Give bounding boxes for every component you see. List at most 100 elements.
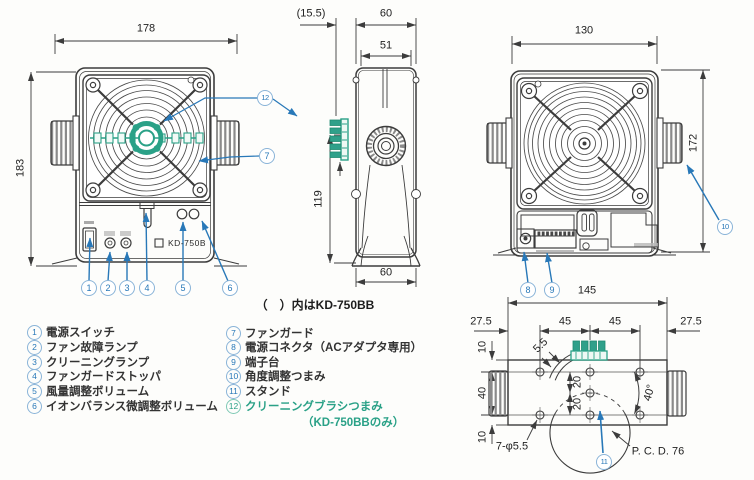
angle-range-arc xyxy=(633,372,641,414)
marker-2: 2 xyxy=(100,280,116,296)
bottom-leaders xyxy=(526,351,631,447)
legend-label-6: イオンバランス微調整ボリューム xyxy=(46,401,218,413)
stand-callout-arrow xyxy=(597,410,605,454)
ion-balance-volume xyxy=(188,208,200,220)
legend-num-2: 2 xyxy=(27,339,42,355)
bottom-dim-pitch-upper: 20 xyxy=(571,375,584,389)
side-dim-lines xyxy=(300,18,417,287)
cleaning-brush-knob-side xyxy=(329,118,349,161)
cleaning-lamp xyxy=(120,237,132,249)
legend-item-angle-knob: 10 角度調整つまみ xyxy=(226,368,326,384)
legend-num-11: 11 xyxy=(226,383,241,399)
model-label: KD-750B xyxy=(168,237,206,248)
front-dim-height: 183 xyxy=(14,158,27,178)
cleaning-brush-front xyxy=(90,121,204,155)
front-dim-height-lines xyxy=(28,71,76,267)
bottom-dim-right: 27.5 xyxy=(680,315,702,328)
rear-dim-lines xyxy=(511,36,710,253)
marker-4: 4 xyxy=(139,280,155,296)
legend-item-guard-stopper: 4 ファンガードストッパ xyxy=(27,368,161,384)
front-left-knob xyxy=(50,115,80,171)
marker-1: 1 xyxy=(81,280,97,296)
side-stand xyxy=(351,164,421,267)
legend-label-1: 電源スイッチ xyxy=(46,327,115,339)
marker-3: 3 xyxy=(119,280,135,296)
airflow-volume xyxy=(176,208,188,220)
bottom-dim-left: 27.5 xyxy=(470,315,492,328)
bottom-dim-mid-left: 45 xyxy=(558,315,572,328)
side-view xyxy=(300,18,421,287)
side-dim-base: 60 xyxy=(379,266,393,279)
legend-label-11: スタンド xyxy=(245,386,291,398)
legend-label-3: クリーニングランプ xyxy=(46,357,150,369)
legend-num-7: 7 xyxy=(226,325,241,341)
rear-guard-rings xyxy=(523,82,646,205)
bottom-left-knob xyxy=(488,370,509,417)
side-dim-height: 119 xyxy=(312,190,325,208)
rear-callout-arrows xyxy=(521,164,720,284)
bottom-dim-top: 10 xyxy=(476,340,489,354)
legend-label-10: 角度調整つまみ xyxy=(245,371,326,383)
legend-num-10: 10 xyxy=(226,368,241,384)
marker-10: 10 xyxy=(717,219,733,235)
legend-item-power-connector: 8 電源コネクタ（ACアダプタ専用） xyxy=(226,339,423,355)
bottom-dim-bottom: 10 xyxy=(476,430,489,444)
marker-9: 9 xyxy=(544,282,560,298)
rear-right-plate xyxy=(610,212,658,248)
legend-num-6: 6 xyxy=(27,398,42,414)
front-corner-bolts xyxy=(85,76,208,198)
legend-label-2: ファン故障ランプ xyxy=(46,342,138,354)
legend-label-7: ファンガード xyxy=(245,328,314,340)
legend-num-3: 3 xyxy=(27,354,42,370)
legend-label-5: 風量調整ボリューム xyxy=(46,386,150,398)
front-dim-width: 178 xyxy=(136,22,156,35)
rear-connector-panel xyxy=(516,209,658,254)
bottom-label-holes: 7-φ5.5 xyxy=(495,440,529,453)
angle-adjust-knob-side xyxy=(365,125,407,167)
front-right-knob xyxy=(210,115,240,171)
marker-6: 6 xyxy=(222,280,238,296)
bottom-label-pcd: P. C. D. 76 xyxy=(631,445,685,458)
front-callout-arrows xyxy=(86,212,229,282)
terminal-block xyxy=(534,229,577,249)
legend-label-12-line2: （KD-750BBのみ） xyxy=(302,417,405,429)
side-dim-offset: (15.5) xyxy=(296,7,326,20)
legend-item-power-switch: 1 電源スイッチ xyxy=(27,324,115,340)
guard-stopper-tab xyxy=(143,209,152,229)
marker-5: 5 xyxy=(175,280,191,296)
power-connector-housing xyxy=(516,228,535,249)
legend-item-cleaning-lamp: 3 クリーニングランプ xyxy=(27,354,150,370)
callout-leaders xyxy=(163,97,298,164)
rear-corner-bolts xyxy=(520,80,649,205)
bottom-dim-pitch-lower: 20 xyxy=(571,397,584,411)
marker-8: 8 xyxy=(520,282,536,298)
front-guard-struts xyxy=(97,89,196,187)
legend-item-fan-guard: 7 ファンガード xyxy=(226,325,314,341)
legend-num-1: 1 xyxy=(27,324,42,340)
legend-num-9: 9 xyxy=(226,354,241,370)
legend-num-5: 5 xyxy=(27,383,42,399)
marker-11: 11 xyxy=(596,454,612,470)
legend-label-8: 電源コネクタ（ACアダプタ専用） xyxy=(245,342,423,354)
side-dim-inner-width: 51 xyxy=(379,39,393,52)
front-dim-width-lines xyxy=(54,34,238,54)
bottom-dim-lines xyxy=(474,297,700,444)
rear-right-knob xyxy=(656,117,683,169)
rear-dim-width: 130 xyxy=(574,24,594,37)
rear-view xyxy=(486,36,720,284)
legend-item-stand: 11 スタンド xyxy=(226,383,291,399)
front-control-panel xyxy=(79,202,211,252)
side-body xyxy=(355,67,417,258)
legend-item-ion-balance-volume: 6 イオンバランス微調整ボリューム xyxy=(27,398,218,414)
bottom-view xyxy=(474,297,700,474)
marker-7: 7 xyxy=(259,148,275,164)
legend-label-12: クリーニングブラシつまみ xyxy=(245,401,383,413)
cleaning-brush-knob-bottom xyxy=(570,340,608,361)
legend-num-4: 4 xyxy=(27,368,42,384)
bottom-dim-total: 145 xyxy=(577,284,597,297)
guard-stopper-notch xyxy=(139,202,155,209)
rear-left-knob xyxy=(486,117,513,169)
front-view xyxy=(28,34,298,282)
